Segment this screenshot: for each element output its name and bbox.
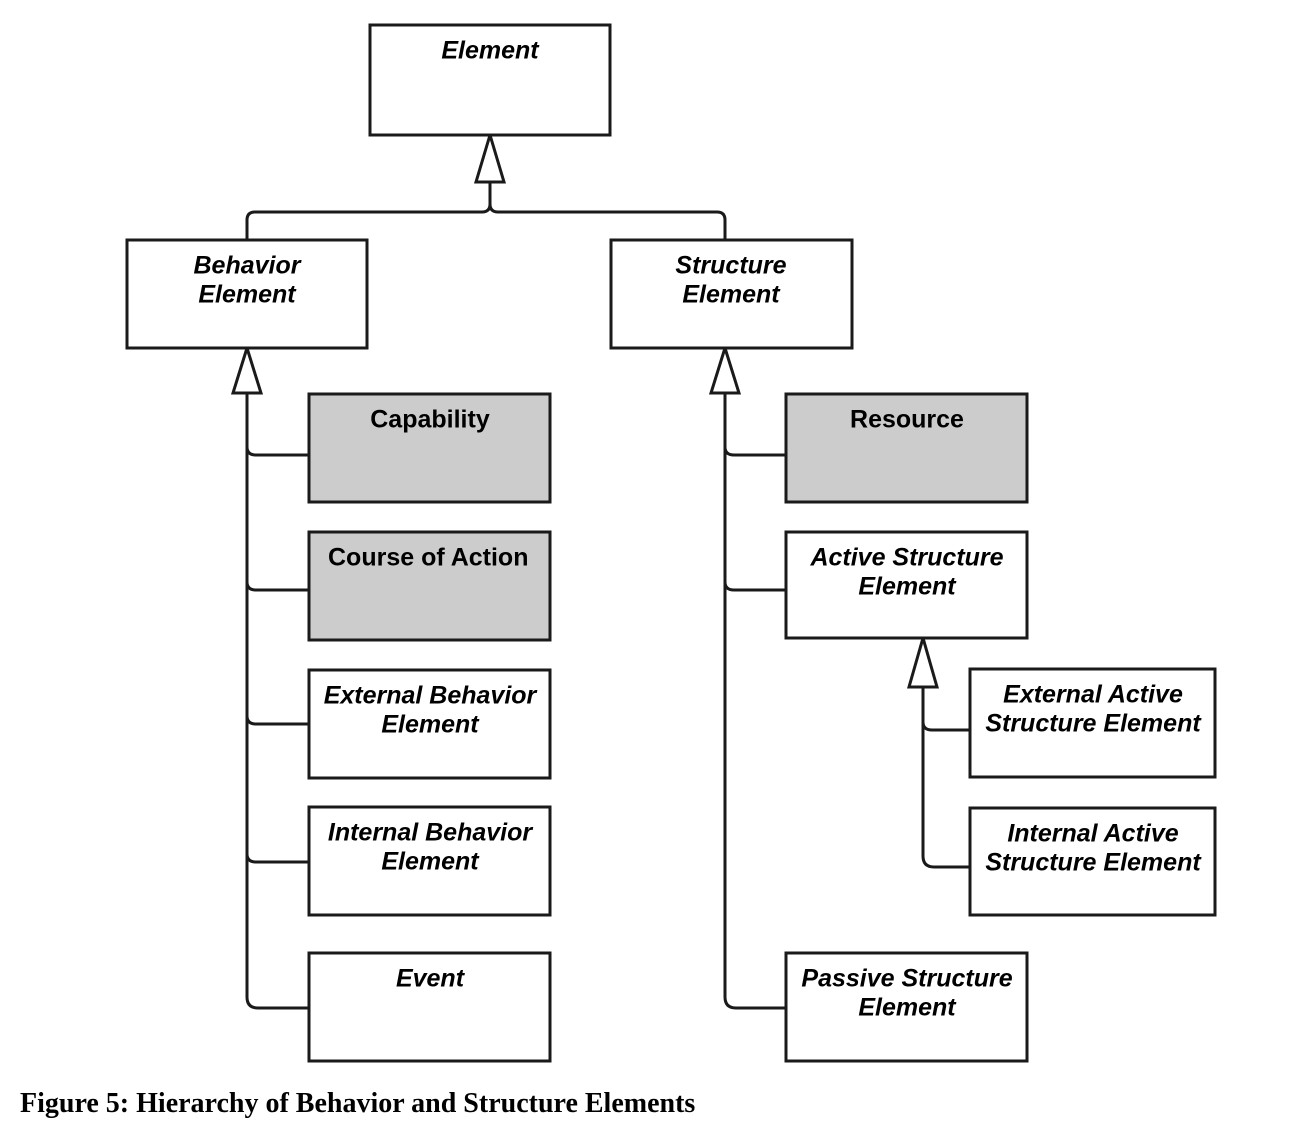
node-internal-active-structure-element-label-line1: Internal Active (1007, 820, 1178, 848)
connector-trunk-active-structure (921, 687, 970, 869)
node-behavior-element[interactable]: Behavior Element (125, 238, 369, 350)
node-external-active-structure-element[interactable]: External Active Structure Element (968, 667, 1217, 779)
node-internal-behavior-element[interactable]: Internal Behavior Element (307, 805, 552, 917)
connector-branch-active-structure (723, 581, 786, 592)
node-element[interactable]: Element (368, 23, 612, 137)
node-active-structure-element-label-line1: Active Structure (809, 544, 1003, 572)
node-course-of-action[interactable]: Course of Action (307, 530, 552, 642)
hierarchy-diagram: Element Behavior Element Structure Eleme… (125, 23, 1217, 1063)
node-structure-element[interactable]: Structure Element (609, 238, 854, 350)
node-behavior-element-label-line2: Element (198, 281, 297, 309)
node-capability-box[interactable] (307, 392, 552, 504)
edge-element-to-level2 (245, 182, 727, 240)
edge-structure-element-children (723, 393, 786, 1010)
node-event-box[interactable] (307, 951, 552, 1063)
node-structure-element-label-line2: Element (682, 281, 781, 309)
node-internal-active-structure-element-box[interactable] (968, 806, 1217, 917)
node-external-behavior-element[interactable]: External Behavior Element (307, 668, 552, 780)
node-external-active-structure-element-label-line2: Structure Element (985, 710, 1202, 738)
connector-branch-internal-behavior (245, 853, 309, 864)
edge-active-structure-children (921, 687, 970, 869)
node-resource[interactable]: Resource (784, 392, 1029, 504)
generalization-arrow-structure-element (708, 342, 742, 395)
node-behavior-element-box[interactable] (125, 238, 369, 350)
connector-branch-capability (245, 446, 309, 457)
node-resource-label: Resource (850, 406, 964, 434)
node-internal-behavior-element-label-line1: Internal Behavior (328, 819, 533, 847)
node-passive-structure-element[interactable]: Passive Structure Element (784, 951, 1029, 1063)
node-external-behavior-element-label-line1: External Behavior (324, 682, 538, 710)
node-event-label: Event (396, 965, 466, 993)
node-capability[interactable]: Capability (307, 392, 552, 504)
node-internal-behavior-element-label-line2: Element (381, 848, 480, 876)
figure-caption: Figure 5: Hierarchy of Behavior and Stru… (20, 1088, 696, 1119)
node-structure-element-label-line1: Structure (675, 252, 786, 280)
node-capability-label: Capability (370, 406, 490, 434)
node-behavior-element-label-line1: Behavior (194, 252, 302, 280)
generalization-arrow-active-structure-element (907, 632, 939, 689)
connector-trunk-behavior (245, 393, 309, 1010)
node-active-structure-element-label-line2: Element (858, 573, 957, 601)
node-element-box[interactable] (368, 23, 612, 137)
connector-branch-resource (723, 446, 786, 457)
node-event[interactable]: Event (307, 951, 552, 1063)
node-structure-element-box[interactable] (609, 238, 854, 350)
node-passive-structure-element-label-line2: Element (858, 994, 957, 1022)
node-course-of-action-box[interactable] (307, 530, 552, 642)
node-resource-box[interactable] (784, 392, 1029, 504)
node-active-structure-element-box[interactable] (784, 530, 1029, 640)
generalization-arrow-element (473, 129, 507, 184)
node-passive-structure-element-label-line1: Passive Structure (801, 965, 1012, 993)
node-internal-behavior-element-box[interactable] (307, 805, 552, 917)
node-active-structure-element[interactable]: Active Structure Element (784, 530, 1029, 640)
connector-bus-element (245, 202, 727, 240)
node-external-active-structure-element-box[interactable] (968, 667, 1217, 779)
node-element-label: Element (441, 37, 540, 65)
connector-branch-external-behavior (245, 715, 309, 726)
node-external-behavior-element-box[interactable] (307, 668, 552, 780)
connector-branch-external-active (921, 721, 970, 732)
edge-behavior-element-children (245, 393, 309, 1010)
node-passive-structure-element-box[interactable] (784, 951, 1029, 1063)
node-internal-active-structure-element-label-line2: Structure Element (985, 849, 1202, 877)
connector-branch-course-of-action (245, 581, 309, 592)
connector-trunk-structure (723, 393, 786, 1010)
generalization-arrow-behavior-element (230, 342, 264, 395)
node-external-behavior-element-label-line2: Element (381, 711, 480, 739)
node-course-of-action-label: Course of Action (328, 544, 528, 572)
node-internal-active-structure-element[interactable]: Internal Active Structure Element (968, 806, 1217, 917)
node-external-active-structure-element-label-line1: External Active (1003, 681, 1183, 709)
